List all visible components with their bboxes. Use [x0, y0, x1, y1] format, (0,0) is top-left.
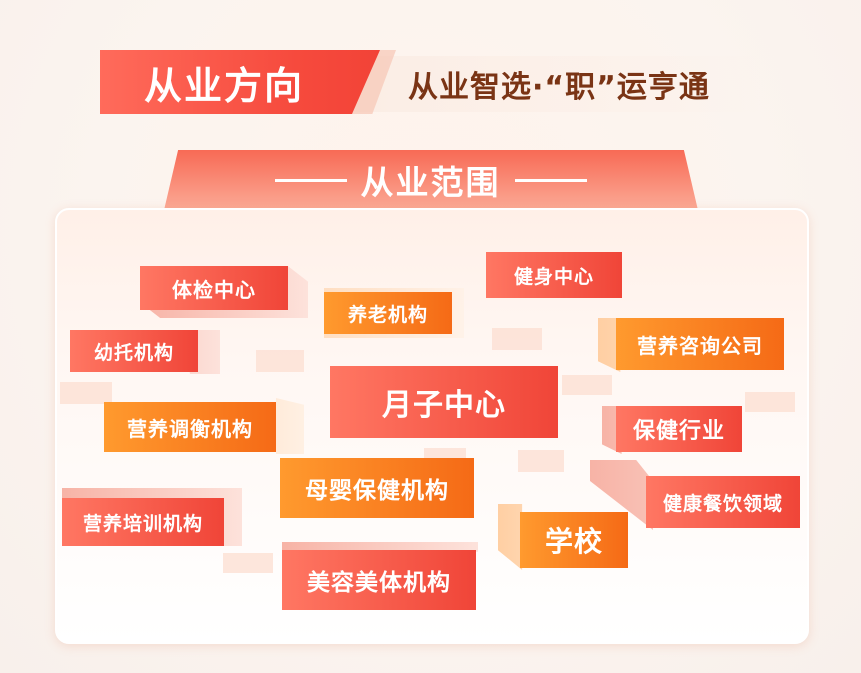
scope-item-label: 营养调衡机构 — [104, 402, 276, 452]
divider-right — [514, 178, 587, 182]
scope-item-physical-exam: 体检中心 — [140, 266, 308, 318]
deco-tile — [492, 328, 542, 350]
scope-item-label: 健康餐饮领域 — [646, 476, 800, 528]
deco-tile — [562, 375, 612, 395]
scope-item-label: 营养培训机构 — [62, 498, 224, 546]
scope-item-label: 美容美体机构 — [282, 550, 476, 610]
scope-item-health-industry: 保健行业 — [602, 406, 742, 454]
scope-item-label: 幼托机构 — [70, 330, 198, 372]
deco-tile — [518, 450, 564, 472]
deco-tile — [60, 382, 112, 404]
scope-item-beauty: 美容美体机构 — [282, 542, 478, 612]
scope-title: 从业范围 — [360, 163, 501, 202]
scope-item-elderly-care: 养老机构 — [324, 288, 464, 338]
scope-item-postpartum-center: 月子中心 — [330, 366, 558, 440]
divider-left — [274, 178, 347, 182]
scope-item-school: 学校 — [498, 504, 632, 570]
scope-item-label: 学校 — [520, 512, 628, 568]
deco-tile — [745, 392, 795, 412]
scope-item-label: 体检中心 — [140, 266, 288, 310]
scope-item-label: 养老机构 — [324, 292, 452, 334]
header-subtitle: 从业智选·“职”运亨通 — [408, 70, 710, 105]
scope-item-nutrition-balance: 营养调衡机构 — [104, 398, 304, 454]
scope-item-fitness: 健身中心 — [486, 252, 622, 300]
scope-heading: 从业范围 — [0, 156, 861, 204]
deco-tile — [256, 350, 304, 372]
header-title: 从业方向 — [144, 63, 305, 108]
scope-item-childcare: 幼托机构 — [70, 330, 220, 374]
deco-tile — [223, 553, 273, 573]
scope-item-label: 保健行业 — [616, 406, 742, 452]
scope-item-label: 健身中心 — [486, 252, 622, 298]
scope-item-label: 月子中心 — [330, 366, 558, 438]
scope-item-maternal-infant: 母婴保健机构 — [280, 458, 476, 520]
scope-item-label: 营养咨询公司 — [616, 318, 784, 370]
scope-item-nutrition-training: 营养培训机构 — [62, 488, 242, 546]
scope-item-label: 母婴保健机构 — [280, 458, 474, 518]
scope-item-nutrition-consulting: 营养咨询公司 — [598, 318, 784, 372]
header-tab: 从业方向 — [100, 50, 380, 114]
